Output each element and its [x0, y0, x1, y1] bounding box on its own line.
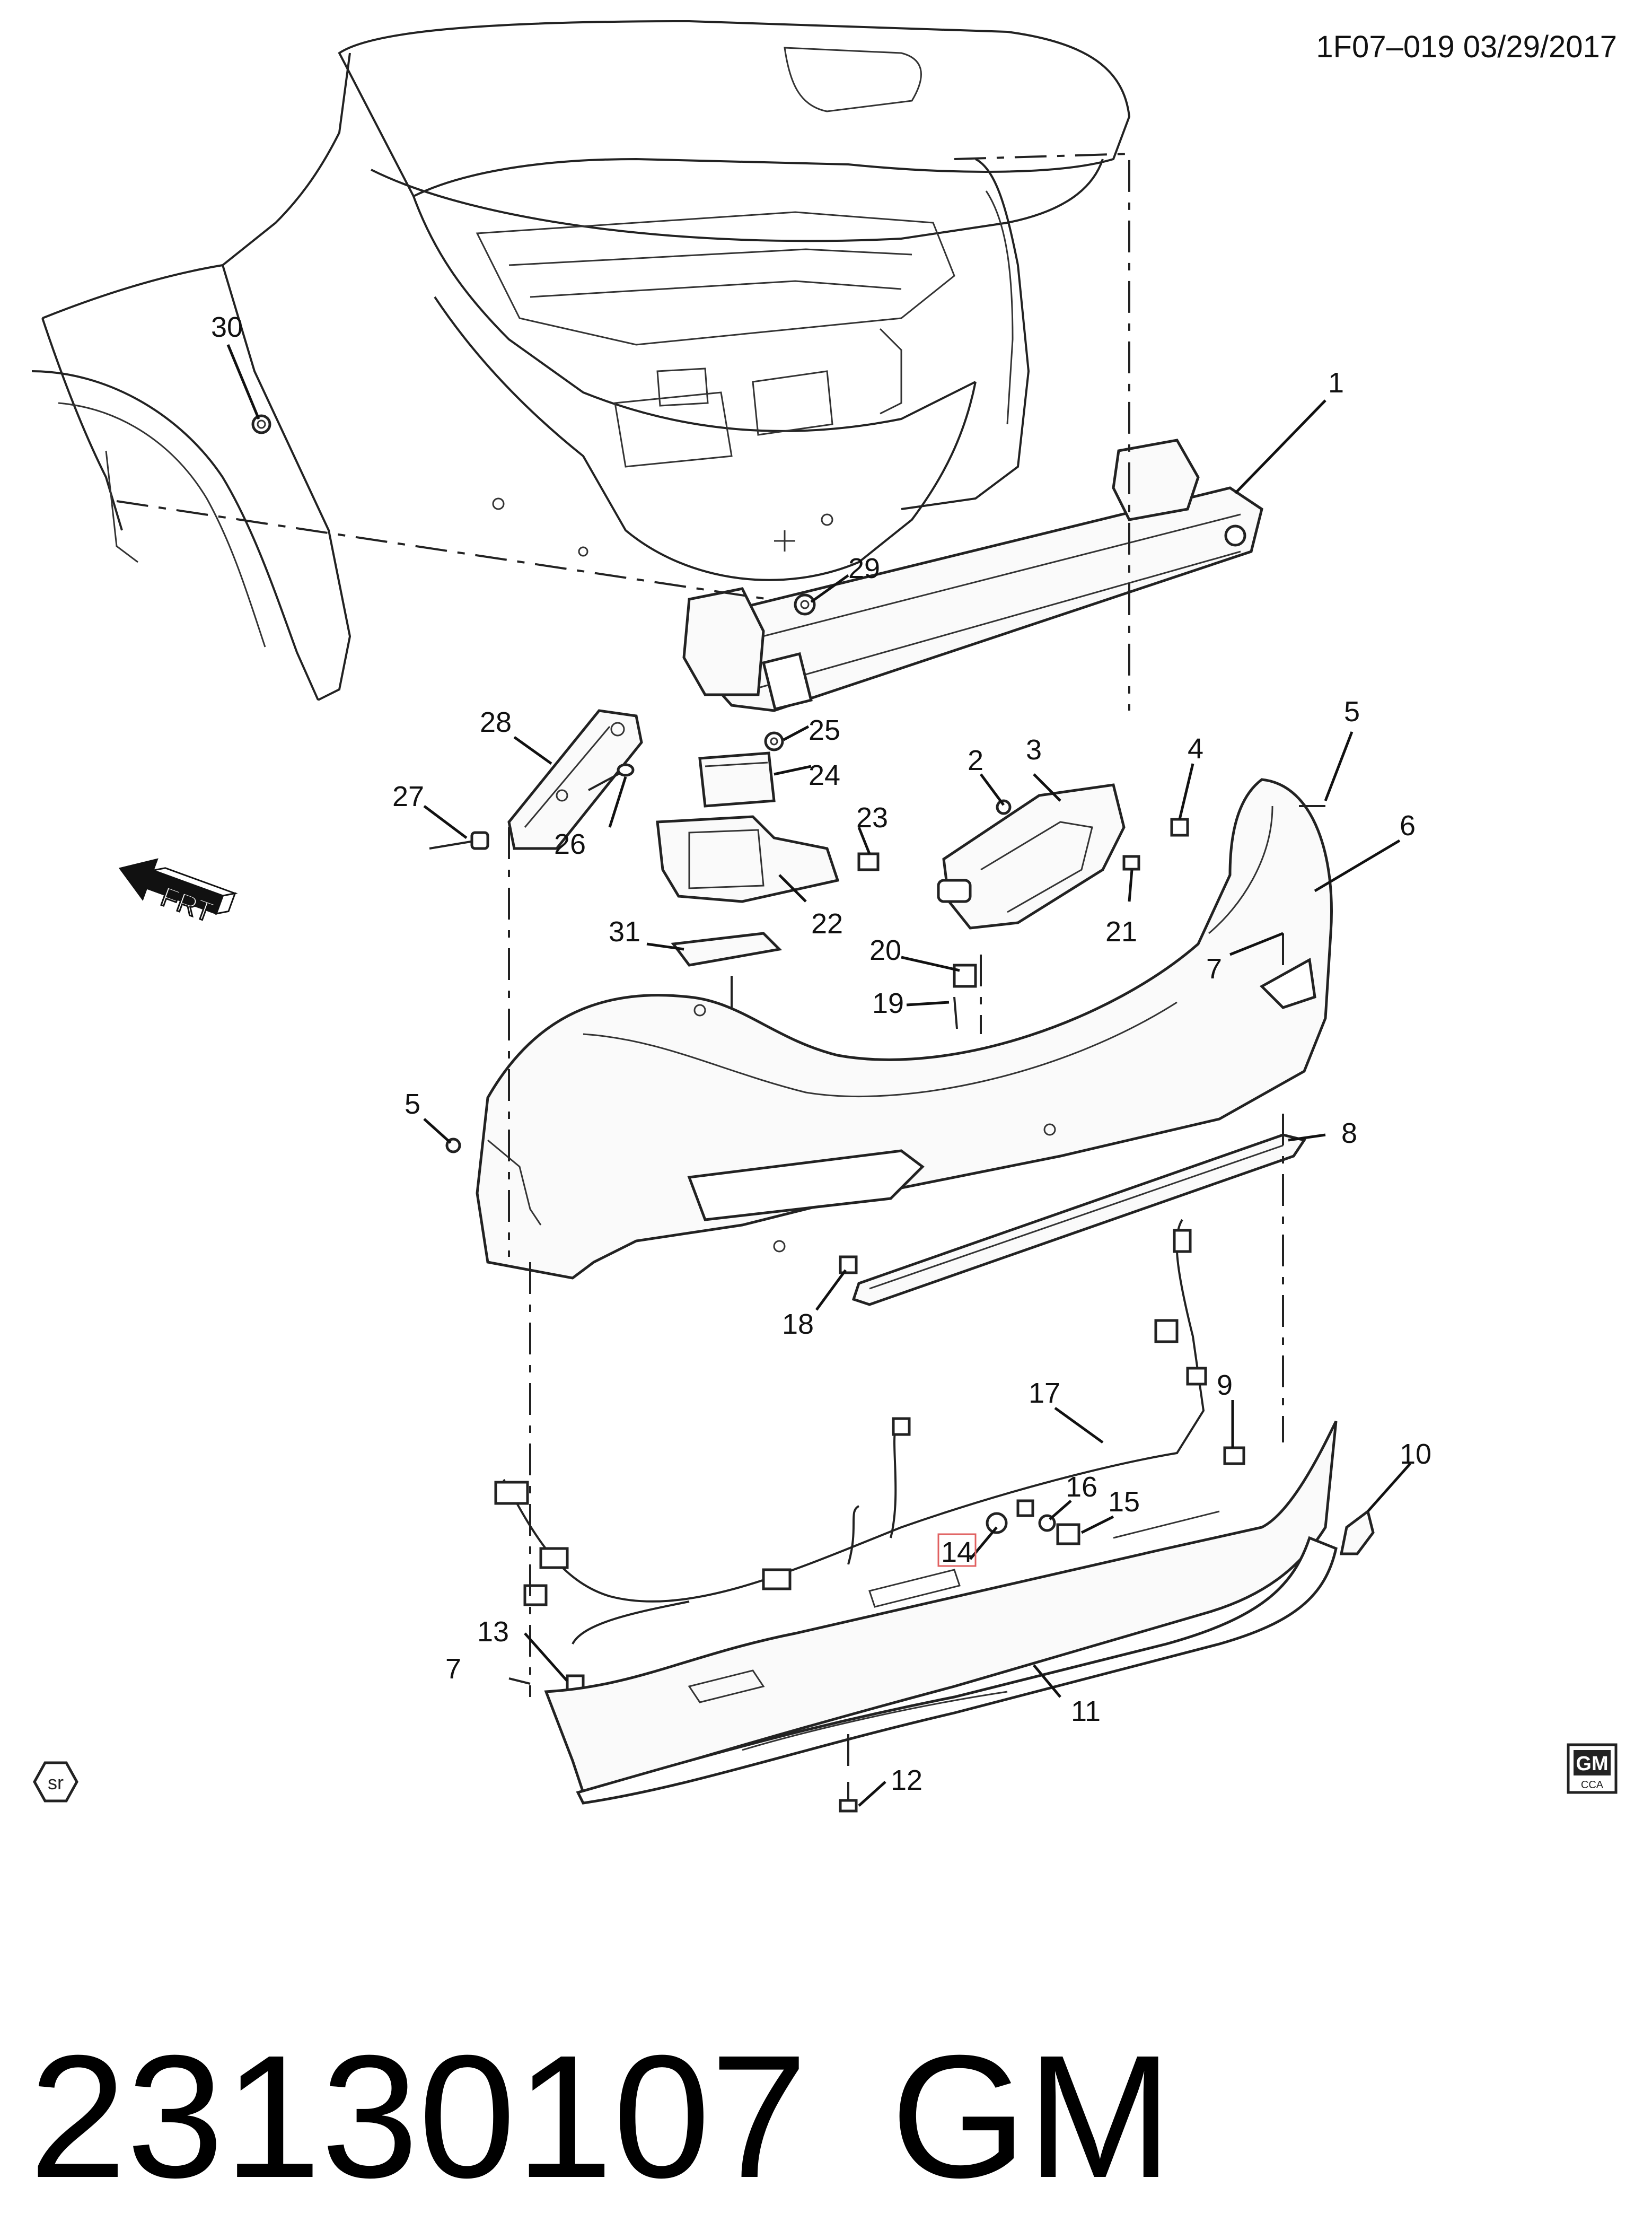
pin-26: [588, 763, 635, 791]
callout-1: 1: [1328, 367, 1344, 399]
callout-5-upper: 5: [1344, 696, 1360, 728]
callout-27: 27: [392, 781, 424, 812]
sensor-14: [986, 1512, 1008, 1534]
retainer-4: [1170, 818, 1189, 837]
callout-24: 24: [809, 759, 840, 791]
callout-4: 4: [1188, 733, 1203, 765]
screw-12: [839, 1782, 858, 1813]
callout-21: 21: [1105, 916, 1137, 948]
callout-30: 30: [211, 311, 243, 343]
callout-5-lower: 5: [405, 1088, 420, 1120]
callout-12: 12: [891, 1764, 922, 1796]
fascia-6: [476, 778, 1333, 1280]
vehicle-rear-body: [31, 20, 1131, 701]
lower-fascia-11: [544, 1420, 1338, 1805]
callout-14: 14: [941, 1536, 973, 1568]
callout-20: 20: [869, 934, 901, 966]
nut-29: [794, 593, 816, 616]
radar-module-24: [698, 731, 784, 808]
alignment-lines: [508, 827, 1284, 1777]
callout-28: 28: [480, 706, 512, 738]
nut-18: [839, 1255, 858, 1274]
svg-text:GM: GM: [1576, 1753, 1608, 1775]
callout-31: 31: [609, 916, 640, 948]
callout-11: 11: [1071, 1695, 1101, 1727]
callout-29: 29: [848, 553, 880, 584]
callout-10: 10: [1400, 1438, 1431, 1470]
bumper-reinforcement: [116, 152, 1263, 712]
clip-20: [953, 964, 977, 988]
callout-8: 8: [1341, 1117, 1357, 1149]
callout-numbers: 1 2 3 4 5 5 6 7 7 8 9 10 11 12 13 14 15 …: [211, 311, 1431, 1796]
callout-16: 16: [1066, 1471, 1097, 1503]
gm-logo: GM CCA: [1567, 1743, 1618, 1794]
screw-19: [953, 996, 958, 1029]
callout-19: 19: [872, 987, 904, 1019]
bracket-9: [1223, 1446, 1245, 1465]
callout-26: 26: [554, 828, 586, 860]
callout-13: 13: [477, 1616, 509, 1648]
callout-3: 3: [1026, 734, 1042, 766]
part-number: 23130107: [29, 2018, 807, 2214]
harness-17: [494, 1219, 1207, 1644]
callout-17: 17: [1029, 1377, 1060, 1409]
part-brand: GM: [891, 2018, 1173, 2214]
svg-text:sr: sr: [48, 1772, 64, 1794]
leader-lines: [226, 344, 1411, 1807]
callout-9: 9: [1217, 1369, 1233, 1401]
front-arrow-icon: [118, 858, 238, 915]
sr-logo: sr: [33, 1761, 78, 1803]
callout-7-lower: 7: [445, 1653, 461, 1685]
callout-15: 15: [1108, 1486, 1140, 1518]
module-bracket-22: [656, 815, 880, 903]
svg-text:CCA: CCA: [1581, 1779, 1604, 1791]
diagram-reference: 1F07–019 03/29/2017: [1316, 30, 1617, 64]
bolt-2: [996, 799, 1012, 815]
clip-15: [1056, 1523, 1080, 1545]
highlight-box-14: [937, 1533, 977, 1567]
callout-22: 22: [811, 908, 843, 940]
cap-10: [1339, 1509, 1375, 1555]
pad-31: [671, 932, 783, 967]
fascia-bracket-28: [507, 709, 643, 850]
callout-7-upper: 7: [1206, 953, 1222, 985]
body-fastener-30: [251, 414, 271, 434]
retainer-21: [1122, 855, 1140, 871]
callout-25: 25: [809, 714, 840, 746]
callout-6: 6: [1400, 810, 1416, 842]
callout-18: 18: [782, 1308, 814, 1340]
screw-7b: [508, 1677, 531, 1685]
bolt-27: [429, 831, 489, 850]
callout-23: 23: [856, 802, 888, 834]
callout-2: 2: [968, 745, 983, 776]
bezel-3: [937, 783, 1126, 930]
